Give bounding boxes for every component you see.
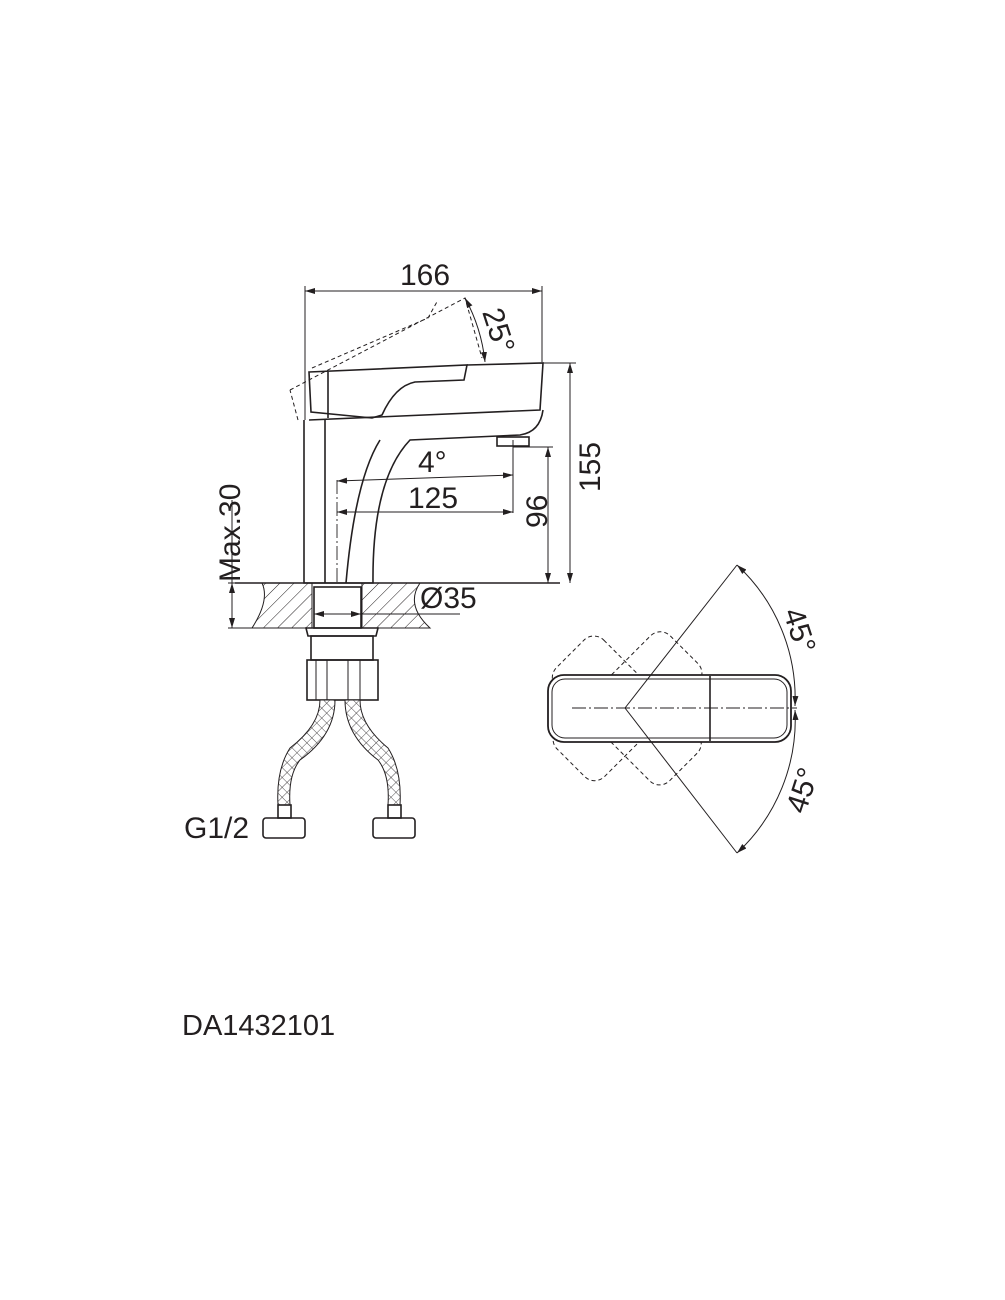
handle xyxy=(308,364,468,419)
top-view: 45° 45° xyxy=(547,564,826,854)
dim-handle-angle-label: 25° xyxy=(475,304,520,357)
hose-left xyxy=(277,699,336,806)
dim-height-label: 155 xyxy=(574,442,607,492)
hose-right xyxy=(344,699,401,806)
connection-thread-label: G1/2 xyxy=(184,812,249,845)
handle-raised-outline xyxy=(289,297,483,421)
handle-top xyxy=(547,674,792,743)
dim-spout-angle-label: 4° xyxy=(418,446,447,479)
dim-max-thickness-label: Max.30 xyxy=(214,484,247,582)
rotation-left-label: 45° xyxy=(776,604,821,657)
dim-hole-diameter-label: Ø35 xyxy=(420,582,477,615)
dim-spout-reach-label: 125 xyxy=(408,482,458,515)
model-code: DA1432101 xyxy=(182,1010,336,1042)
rotation-right-label: 45° xyxy=(780,764,825,817)
faucet-body xyxy=(303,362,544,584)
dim-spout-height-label: 96 xyxy=(521,495,554,528)
mounting-shank xyxy=(313,586,362,629)
dim-width-label: 166 xyxy=(400,259,450,292)
lock-nut xyxy=(306,659,379,701)
side-view: 166 25° 155 96 4° 125 Ø35 xyxy=(184,259,607,845)
hose-nut-right xyxy=(372,817,416,839)
hose-nut-left xyxy=(262,817,306,839)
